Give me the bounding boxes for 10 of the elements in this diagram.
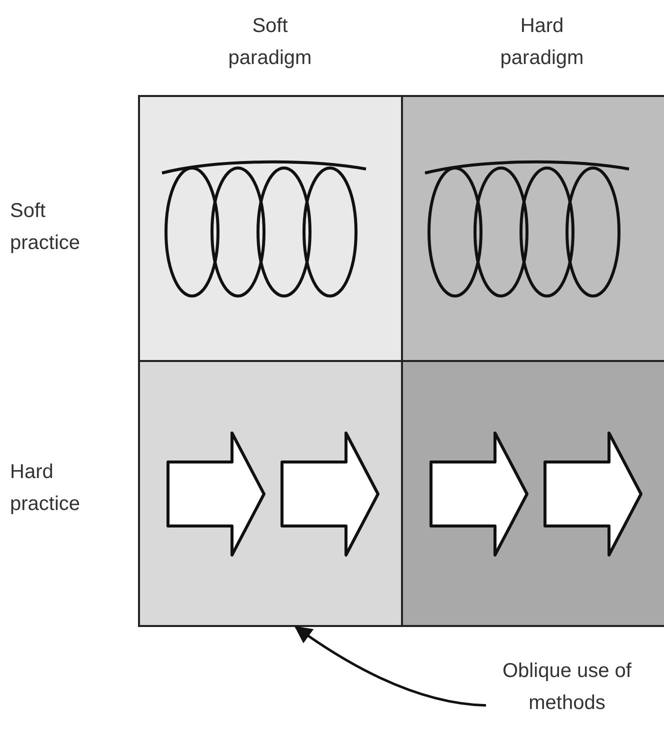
quadrant-cell [138,95,403,362]
row-header: Soft practice [10,199,82,256]
annotation-text: Oblique use of methods [502,659,632,716]
quadrant-cell [401,360,664,627]
column-header: Soft paradigm [227,14,313,71]
row-header: Hard practice [10,460,82,517]
quadrant-cell [401,95,664,362]
quadrant-cell [138,360,403,627]
curved-arrow [294,626,486,707]
column-header: Hard paradigm [499,14,585,71]
